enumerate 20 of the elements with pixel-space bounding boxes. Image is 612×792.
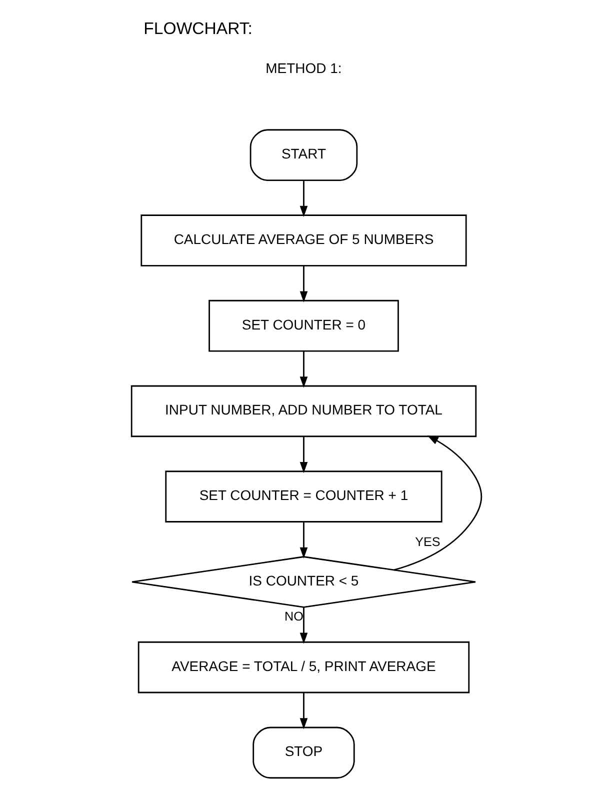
node-box: INPUT NUMBER, ADD NUMBER TO TOTAL xyxy=(130,384,476,437)
arrow xyxy=(299,436,308,473)
edge-label: NO xyxy=(284,608,303,623)
arrow xyxy=(393,434,482,570)
node-box: START xyxy=(249,128,358,180)
arrow xyxy=(299,692,308,729)
arrow xyxy=(299,350,308,388)
diagram-title: FLOWCHART: xyxy=(143,18,252,38)
arrow xyxy=(299,606,308,644)
node-box: CALCULATE AVERAGE OF 5 NUMBERS xyxy=(140,214,466,266)
node-diamond: IS COUNTER < 5 xyxy=(130,556,476,608)
node-box: STOP xyxy=(252,726,354,778)
node-box: SET COUNTER = COUNTER + 1 xyxy=(164,470,442,522)
node-box: SET COUNTER = 0 xyxy=(208,299,398,352)
arrow xyxy=(299,265,308,302)
label: METHOD 1: xyxy=(265,60,342,76)
node-box: AVERAGE = TOTAL / 5, PRINT AVERAGE xyxy=(137,640,470,693)
arrow xyxy=(299,521,308,558)
arrow xyxy=(299,180,308,217)
edge-label: YES xyxy=(414,534,440,549)
